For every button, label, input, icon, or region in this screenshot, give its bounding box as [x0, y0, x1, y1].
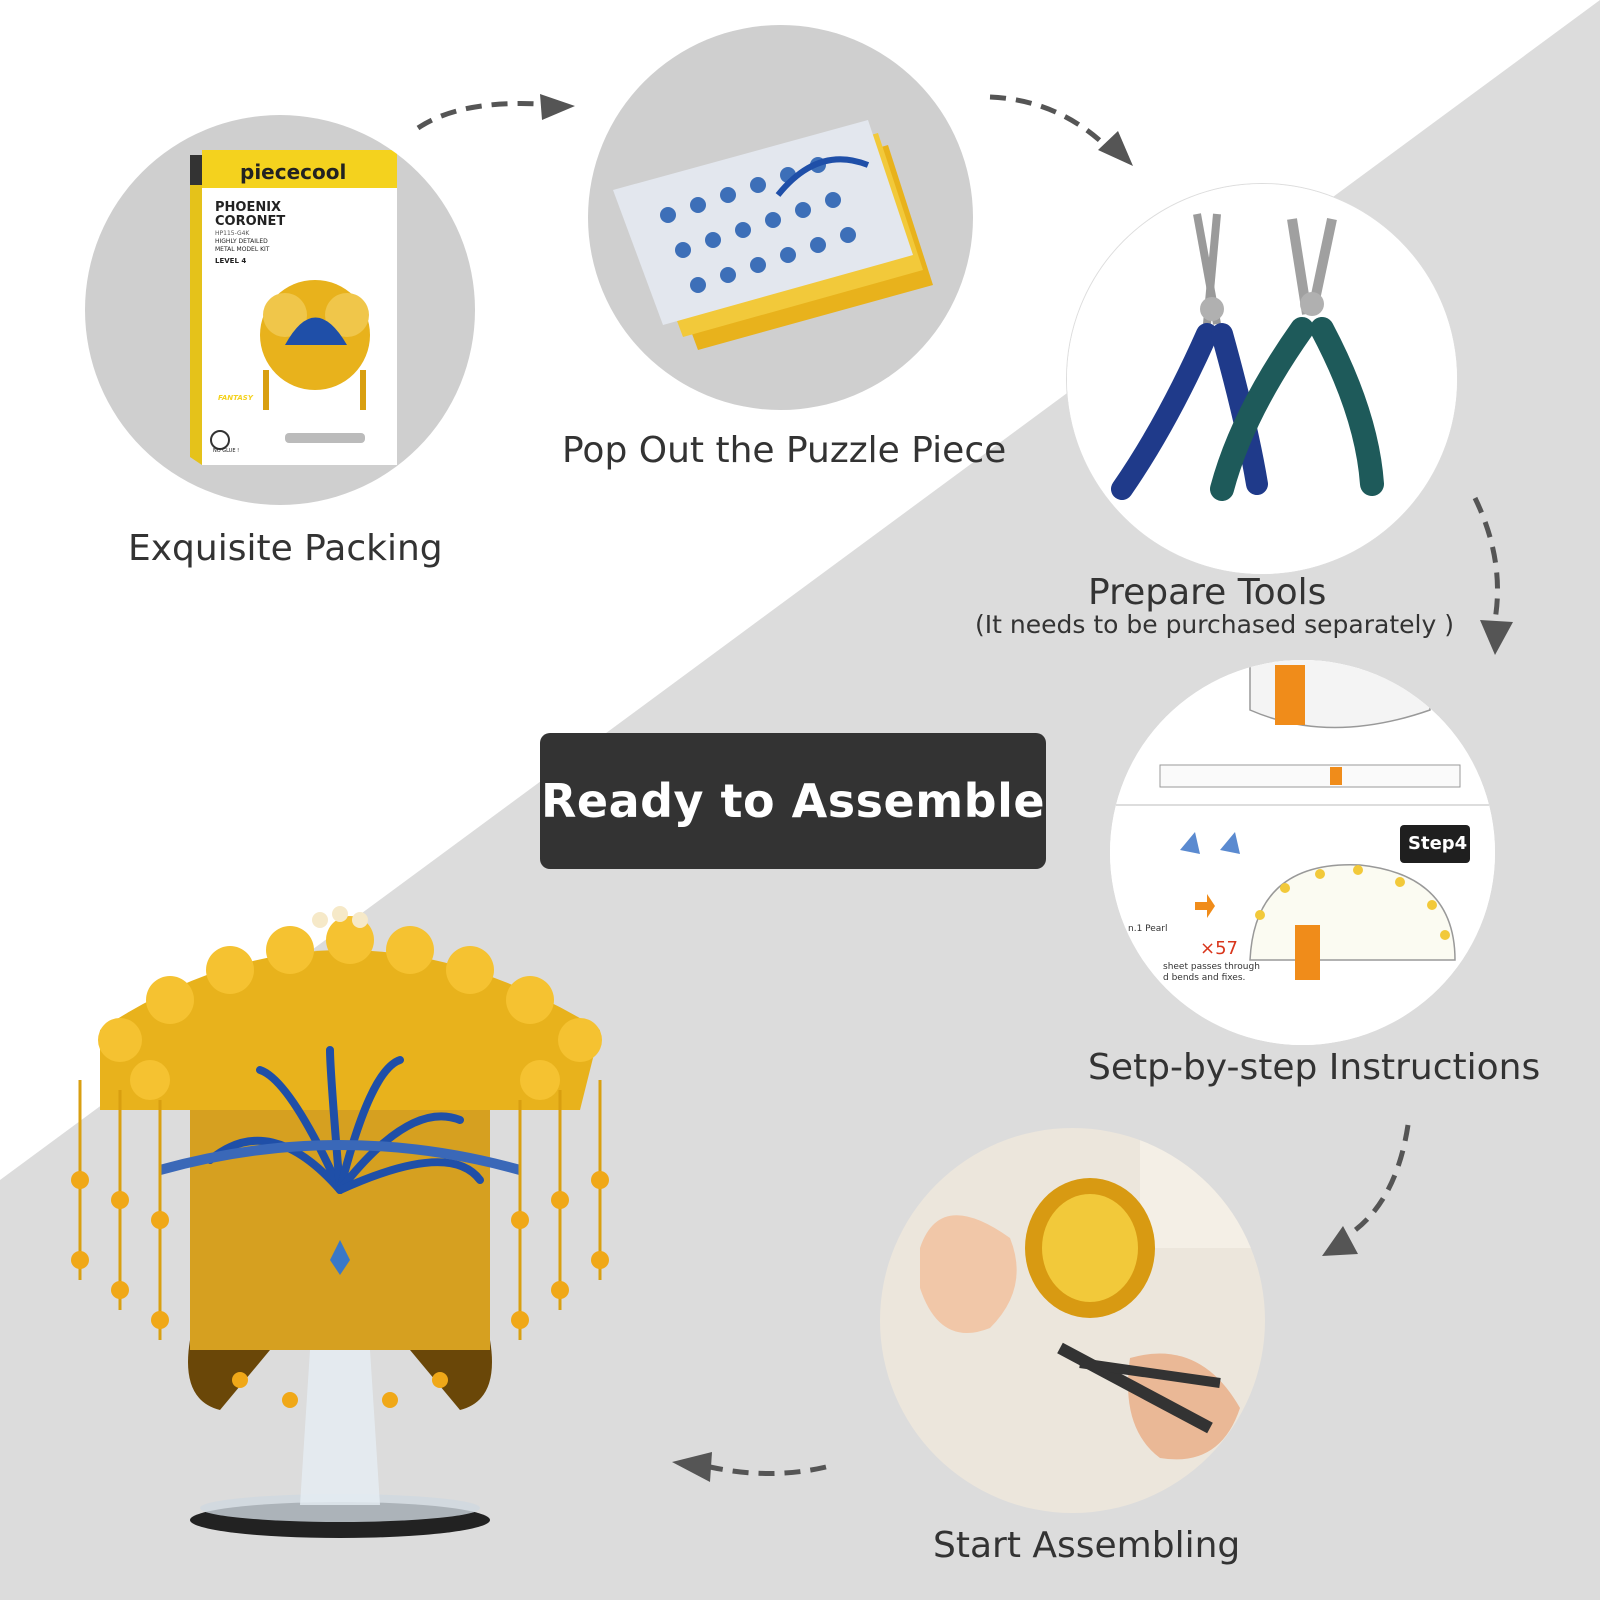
banner-text: Ready to Assemble: [540, 774, 1046, 828]
pop-out-circle: [588, 25, 973, 410]
box-brand: piececool: [240, 160, 347, 184]
box-desc-line2: METAL MODEL KIT: [215, 246, 270, 253]
count-label: ×57: [1200, 938, 1238, 959]
side-cutter-pliers-icon: [1210, 217, 1384, 501]
tools-circle: [1066, 183, 1458, 575]
instructions-caption: Setp-by-step Instructions: [1088, 1047, 1541, 1088]
pop-out-caption: Pop Out the Puzzle Piece: [562, 430, 1007, 471]
box-series: FANTASY: [218, 394, 253, 402]
pearl-label: n.1 Pearl: [1128, 924, 1168, 934]
step-badge: Step4: [1408, 833, 1468, 854]
packing-circle: [85, 115, 475, 505]
assembling-circle: [880, 1128, 1265, 1513]
instructions-circle: [1110, 660, 1495, 1045]
tools-note: (It needs to be purchased separately ): [975, 610, 1454, 639]
box-level: LEVEL 4: [215, 257, 247, 265]
phoenix-coronet-model: [71, 906, 609, 1538]
instruction-note-line2: d bends and fixes.: [1163, 973, 1246, 983]
ready-to-assemble-banner: Ready to Assemble: [540, 733, 1046, 869]
box-code: HP115-G4K: [215, 230, 250, 237]
box-desc-line1: HIGHLY DETAILED: [215, 238, 268, 245]
assembling-caption: Start Assembling: [933, 1525, 1241, 1566]
packing-caption: Exquisite Packing: [128, 528, 443, 569]
instruction-note-line1: sheet passes through: [1163, 962, 1260, 972]
tools-caption: Prepare Tools: [1088, 572, 1327, 613]
box-title-line1: PHOENIX: [215, 200, 282, 215]
box-title-line2: CORONET: [215, 214, 286, 229]
box-noglue: NO GLUE !: [213, 448, 240, 454]
